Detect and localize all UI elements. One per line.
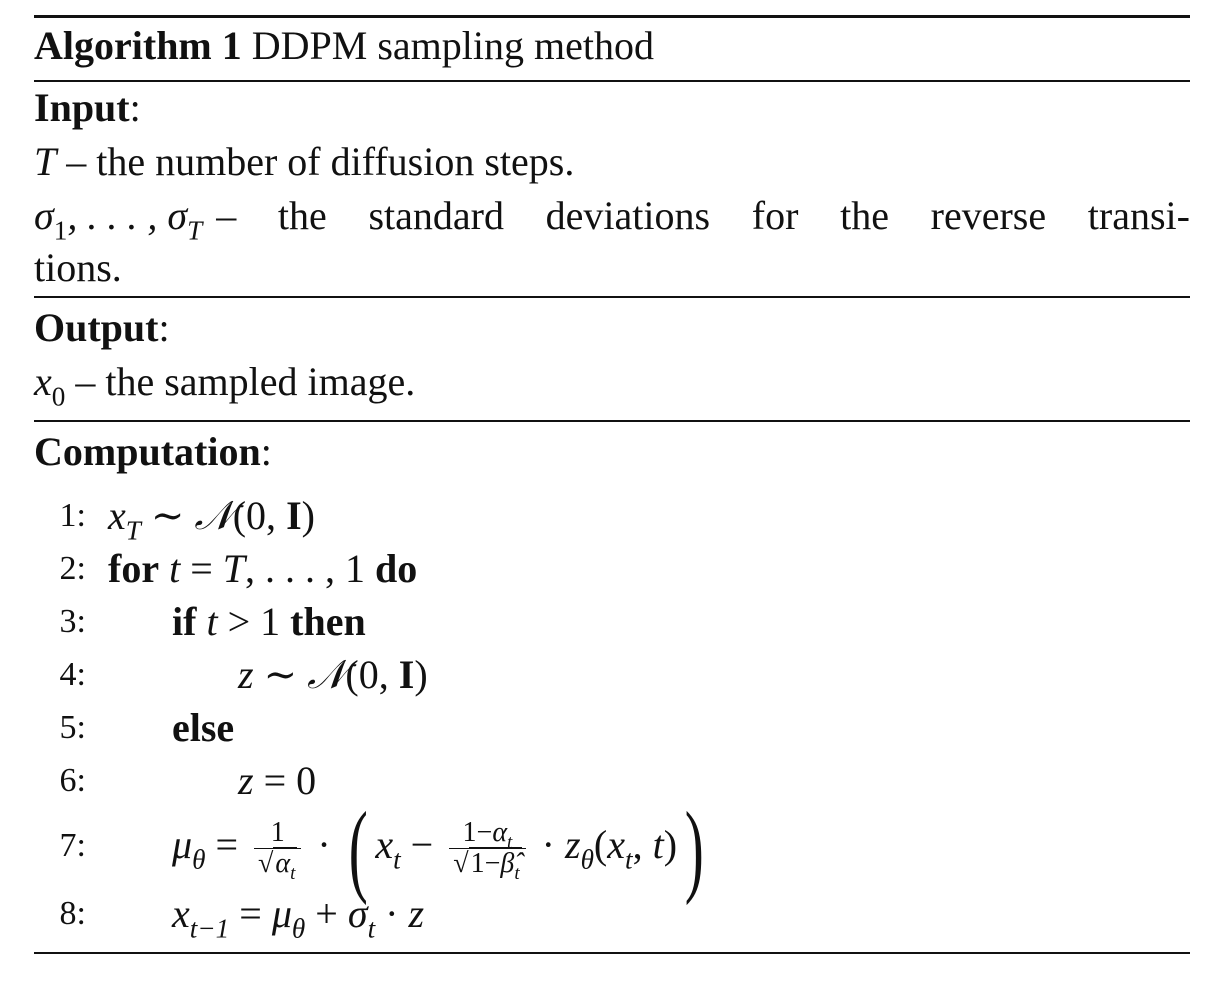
- input-item-T: T – the number of diffusion steps.: [34, 138, 574, 186]
- step-6-code: z = 0: [238, 758, 317, 803]
- computation-heading-row: Computation:: [34, 429, 272, 474]
- top-rule: [34, 15, 1190, 18]
- sigma-math: σ1, . . . , σT: [34, 193, 203, 246]
- step-7-code: μθ = 1 √αt · (xt − 1−αt √1−β̂t · zθ(xt, …: [172, 790, 704, 906]
- input-heading: Input: [34, 85, 130, 130]
- output-heading-row: Output:: [34, 305, 170, 350]
- input-item-text: – the number of diffusion steps.: [66, 139, 575, 184]
- computation-heading: Computation: [34, 429, 261, 474]
- step-number: 4:: [59, 656, 86, 693]
- output-heading: Output: [34, 305, 159, 350]
- input-item-sigma-cont: tions.: [34, 245, 122, 290]
- caption-rule: [34, 80, 1190, 82]
- algorithm-box: Algorithm 1 DDPM sampling method Input: …: [34, 0, 1190, 999]
- fraction-alpha-over-beta: 1−αt √1−β̂t: [449, 818, 526, 884]
- step-2-code: for t = T, . . . , 1 do: [108, 546, 418, 591]
- algorithm-label: Algorithm 1: [34, 23, 242, 68]
- output-item-math: x0: [34, 359, 66, 412]
- step-number: 1:: [59, 497, 86, 534]
- bottom-rule: [34, 952, 1190, 954]
- fraction-one-over-sqrt-alpha: 1 √αt: [254, 818, 302, 884]
- step-5-code: else: [172, 705, 235, 750]
- output-rule: [34, 420, 1190, 422]
- output-item: x0 – the sampled image.: [34, 358, 416, 412]
- step-8-code: xt−1 = μθ + σt · z: [172, 891, 425, 944]
- output-item-text: – the sampled image.: [75, 359, 416, 404]
- step-4-code: z ∼ 𝒩(0, I): [238, 652, 428, 697]
- input-rule: [34, 296, 1190, 298]
- step-number: 6:: [59, 762, 86, 799]
- step-number: 7:: [59, 827, 86, 864]
- algorithm-title: DDPM sampling method: [251, 23, 654, 68]
- algorithm-caption: Algorithm 1 DDPM sampling method: [34, 22, 654, 70]
- step-1-code: xT ∼ 𝒩(0, I): [108, 493, 315, 546]
- step-3-code: if t > 1 then: [172, 599, 366, 644]
- input-item-math: T: [34, 139, 57, 184]
- step-number: 8:: [59, 895, 86, 932]
- step-number: 3:: [59, 603, 86, 640]
- step-number: 5:: [59, 709, 86, 746]
- input-heading-row: Input:: [34, 85, 141, 130]
- step-number: 2:: [59, 550, 86, 587]
